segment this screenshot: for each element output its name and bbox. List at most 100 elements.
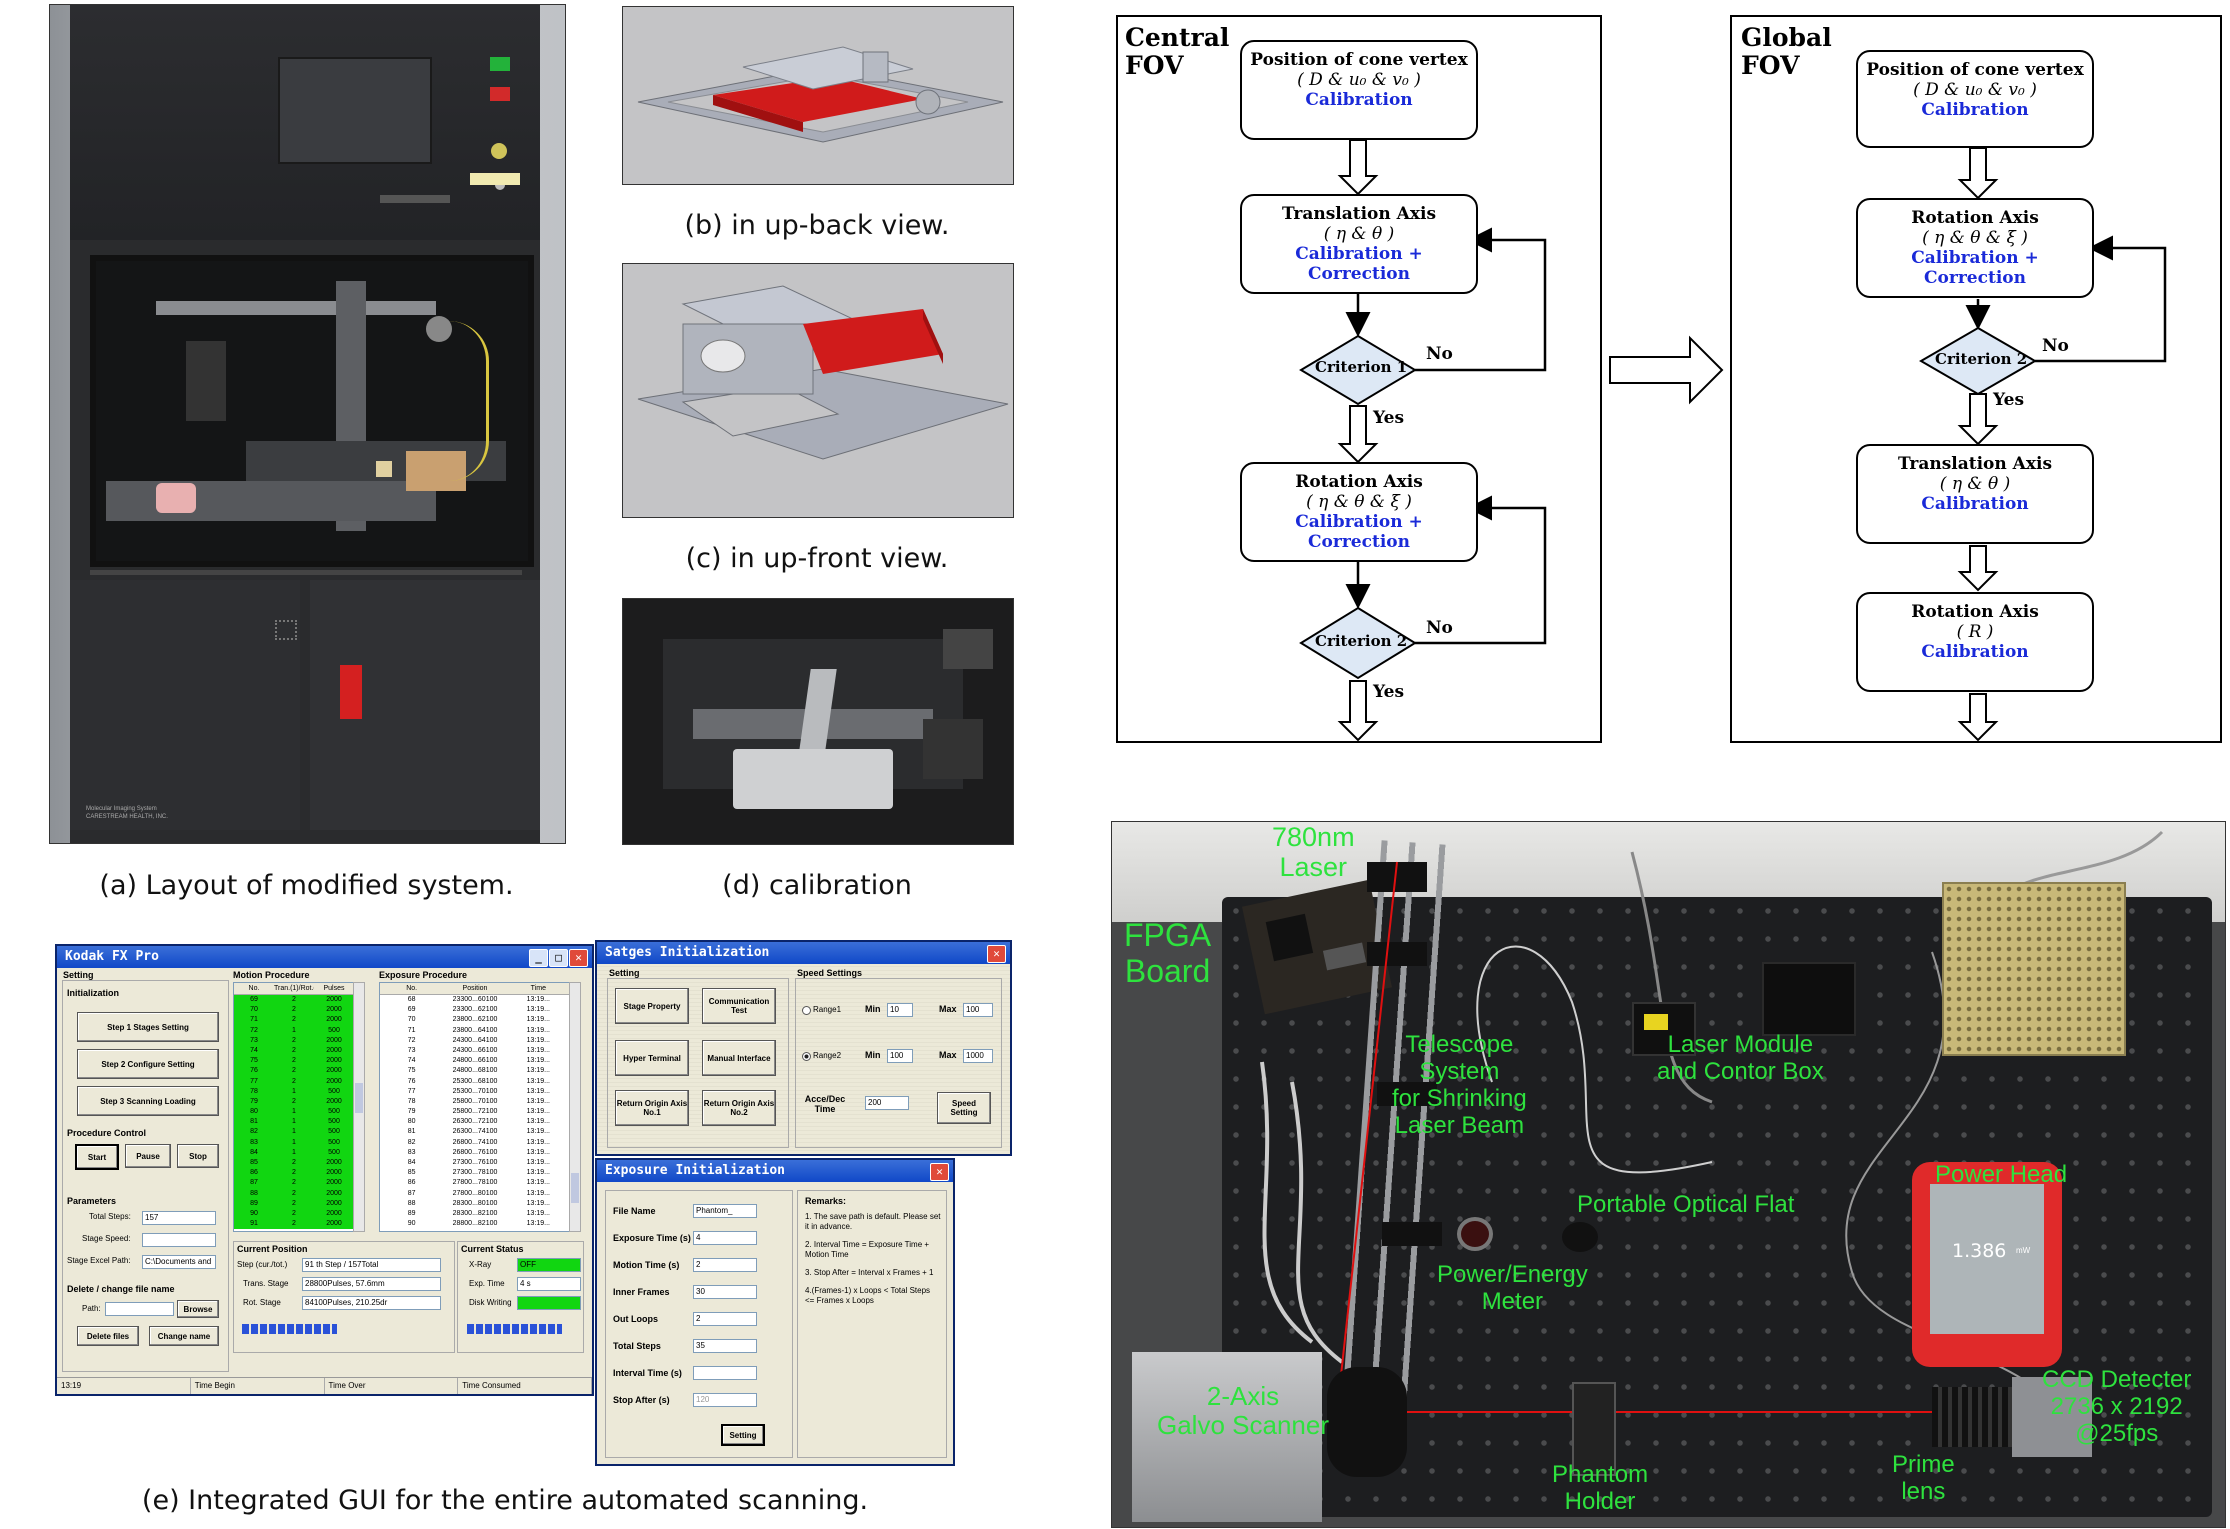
stages-close-icon[interactable]: ✕	[987, 945, 1006, 963]
close-icon[interactable]: ✕	[569, 949, 588, 967]
kodak-fx-pro-window[interactable]: Kodak FX Pro _ □ ✕ Setting Initializatio…	[55, 944, 594, 1396]
total-steps-exp-input[interactable]: 35	[693, 1339, 757, 1353]
stage-speed-input[interactable]	[142, 1233, 216, 1247]
exposure-close-icon[interactable]: ✕	[930, 1163, 949, 1181]
table-cell: 2	[292, 1189, 296, 1197]
communication-test-button[interactable]: Communication Test	[702, 988, 776, 1024]
delete-files-button[interactable]: Delete files	[77, 1326, 139, 1346]
range2-radio[interactable]	[802, 1052, 811, 1061]
main-titlebar[interactable]: Kodak FX Pro _ □ ✕	[57, 946, 592, 968]
exposure-time-input[interactable]: 4	[693, 1231, 757, 1245]
step3-scanning-button[interactable]: Step 3 Scanning Loading	[77, 1086, 219, 1116]
stages-titlebar[interactable]: Satges Initialization ✕	[597, 942, 1010, 964]
path-input[interactable]	[105, 1302, 174, 1316]
return-origin-2-button[interactable]: Return Origin Axis No.2	[702, 1090, 776, 1126]
exposure-titlebar[interactable]: Exposure Initialization ✕	[597, 1160, 953, 1182]
inner-frames-input[interactable]: 30	[693, 1285, 757, 1299]
accdec-input[interactable]: 200	[865, 1096, 909, 1110]
out-loops-input[interactable]: 2	[693, 1312, 757, 1326]
pause-button[interactable]: Pause	[125, 1144, 171, 1168]
browse-button[interactable]: Browse	[177, 1300, 219, 1318]
start-button[interactable]: Start	[75, 1144, 119, 1170]
range2-max-input[interactable]: 1000	[963, 1049, 993, 1063]
motion-time-input[interactable]: 2	[693, 1258, 757, 1272]
stages-initialization-window[interactable]: Satges Initialization ✕ Setting Stage Pr…	[595, 940, 1012, 1156]
stage-property-button[interactable]: Stage Property	[615, 988, 689, 1024]
step2-configure-button[interactable]: Step 2 Configure Setting	[77, 1049, 219, 1079]
hyper-terminal-button[interactable]: Hyper Terminal	[615, 1040, 689, 1076]
exposure-setting-button[interactable]: Setting	[721, 1424, 765, 1446]
table-cell: 24300...66100	[452, 1046, 498, 1054]
motion-procedure-table[interactable]: No.Tran.(1)/Rot.(2)Pulses 69220007022000…	[233, 982, 355, 1232]
minimize-icon[interactable]: _	[529, 949, 548, 967]
exposure-initialization-window[interactable]: Exposure Initialization ✕ File Name Phan…	[595, 1158, 955, 1466]
range1-max-input[interactable]: 100	[963, 1003, 993, 1017]
range2-min-input[interactable]: 100	[887, 1049, 913, 1063]
range1-min-input[interactable]: 10	[887, 1003, 913, 1017]
change-name-button[interactable]: Change name	[149, 1326, 219, 1346]
step1-stages-button[interactable]: Step 1 Stages Setting	[77, 1012, 219, 1042]
return-origin-1-button[interactable]: Return Origin Axis No.1	[615, 1090, 689, 1126]
file-name-input[interactable]: Phantom_	[693, 1204, 757, 1218]
stop-after-input[interactable]: 120	[693, 1393, 757, 1407]
motion-scrollbar[interactable]	[353, 982, 365, 1232]
stop-button[interactable]: Stop	[177, 1144, 219, 1168]
range1-radio[interactable]	[802, 1006, 811, 1015]
manual-interface-button[interactable]: Manual Interface	[702, 1040, 776, 1076]
speed-setting-button[interactable]: Speed Setting	[937, 1092, 991, 1124]
maximize-icon[interactable]: □	[549, 949, 568, 967]
stage-excel-path-input[interactable]: C:\Documents and	[142, 1255, 216, 1269]
total-steps-input[interactable]: 157	[142, 1211, 216, 1225]
exposure-scrollbar[interactable]	[569, 982, 581, 1232]
interval-time-input[interactable]	[693, 1366, 757, 1380]
